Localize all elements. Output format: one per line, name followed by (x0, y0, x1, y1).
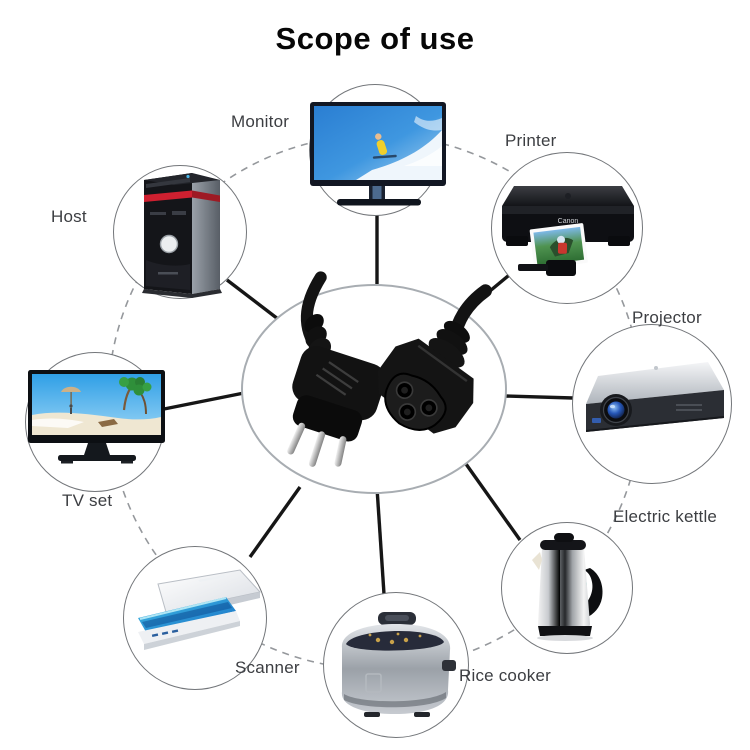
line-scanner (248, 486, 302, 558)
rice-cooker-panel-dots (368, 632, 422, 645)
plug-brazil (287, 271, 386, 467)
label-host: Host (51, 207, 87, 226)
label-rice-cooker: Rice cooker (459, 666, 551, 685)
line-electric-kettle (464, 463, 522, 541)
label-monitor: Monitor (231, 112, 290, 131)
spoke-lines (163, 212, 574, 595)
host-image (142, 173, 222, 298)
line-tv-set (163, 391, 245, 411)
projector-image (586, 362, 724, 432)
page-title: Scope of use (275, 21, 475, 56)
label-projector: Projector (632, 308, 702, 327)
label-tv-set: TV set (62, 491, 113, 510)
monitor-image (310, 102, 446, 206)
beach-umbrella (61, 386, 81, 414)
palm-trees (119, 377, 152, 415)
c5-pin-holes (395, 381, 438, 421)
printer-brand-text: Canon (558, 218, 579, 225)
line-rice-cooker (375, 487, 386, 595)
electric-kettle-image (532, 533, 603, 641)
rice-cooker-image (341, 612, 456, 717)
power-cord-image (241, 271, 507, 494)
line-host (225, 278, 280, 321)
connector-c5 (377, 284, 492, 434)
scanner-image (138, 569, 261, 650)
printer-image: Canon (502, 186, 634, 276)
label-printer: Printer (505, 131, 557, 150)
label-electric-kettle: Electric kettle (613, 507, 718, 526)
label-scanner: Scanner (235, 658, 300, 677)
tv-set-image (28, 370, 165, 464)
scanner-buttons (151, 629, 179, 637)
line-projector (504, 394, 574, 400)
